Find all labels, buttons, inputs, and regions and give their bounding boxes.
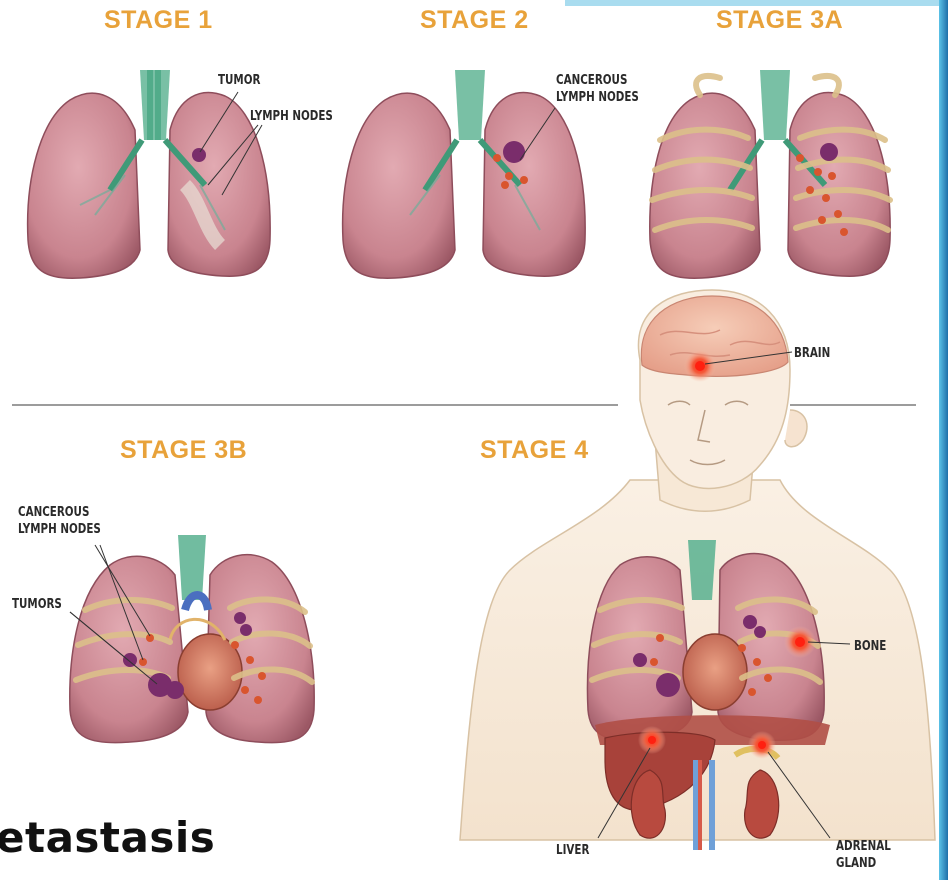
liver-label: LIVER <box>556 842 589 859</box>
brain-label: BRAIN <box>794 345 830 362</box>
stage3b-title: STAGE 3B <box>120 436 247 465</box>
cancerous-lymph-nodes-label-stage3b: CANCEROUS LYMPH NODES <box>18 504 101 538</box>
stage3a-lungs <box>650 70 890 278</box>
stage4-title: STAGE 4 <box>480 436 589 465</box>
adrenal-gland-label: ADRENAL GLAND <box>836 838 891 872</box>
stage1-tumor <box>192 148 206 162</box>
bone-label: BONE <box>854 638 886 655</box>
lymph-nodes-label: LYMPH NODES <box>250 108 333 125</box>
tumors-label: TUMORS <box>12 596 62 613</box>
stage3b-lungs <box>70 535 314 743</box>
stage2-tumor <box>503 141 525 163</box>
stage2-title: STAGE 2 <box>420 6 529 35</box>
stage1-lungs <box>28 70 271 278</box>
stage4-body <box>460 290 935 850</box>
stage1-title: STAGE 1 <box>104 6 213 35</box>
stage2-lungs <box>343 70 586 278</box>
tumor-label: TUMOR <box>218 72 260 89</box>
stage3a-title: STAGE 3A <box>716 6 843 35</box>
cancerous-lymph-nodes-label-stage2: CANCEROUS LYMPH NODES <box>556 72 639 106</box>
slide-caption: etastasis <box>0 813 215 862</box>
